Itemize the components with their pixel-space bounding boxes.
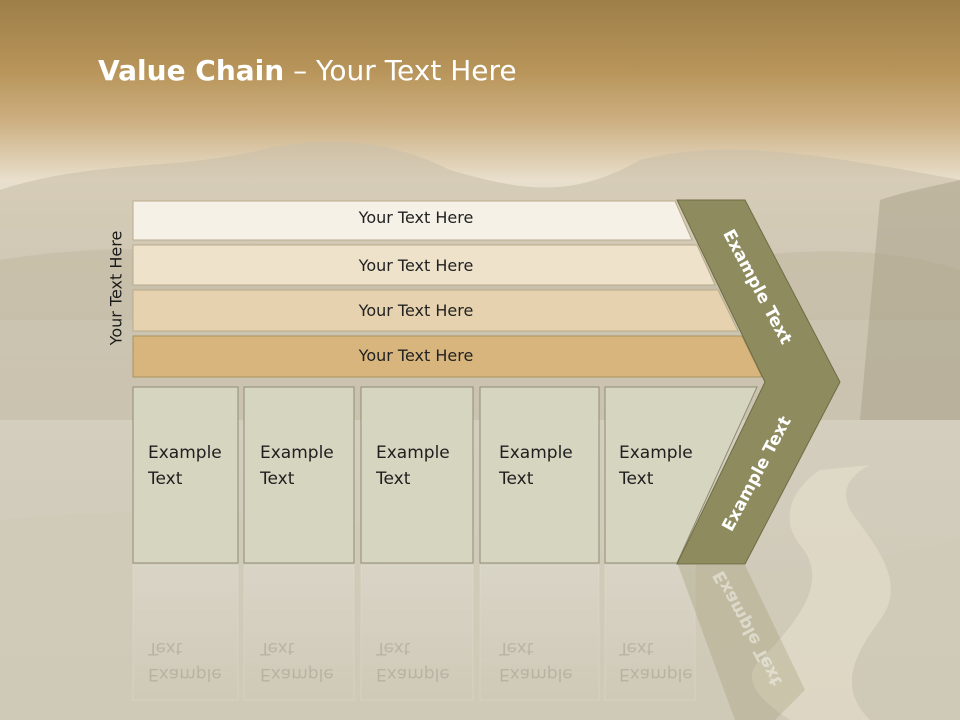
reflection-box-4 — [479, 564, 600, 701]
band-1 — [132, 200, 693, 241]
band-3 — [132, 289, 739, 332]
box-1-line2: Text — [148, 469, 183, 489]
slide-title: Value Chain – Your Text Here — [98, 54, 517, 87]
box-5-reflection-line2: Text — [619, 638, 654, 658]
box-3-line2: Text — [376, 469, 411, 489]
chevron-arrow — [676, 199, 841, 565]
title-bold: Value Chain — [98, 54, 285, 87]
reflection-box-2 — [243, 564, 355, 701]
box-2 — [243, 386, 355, 564]
band-4-label: Your Text Here — [358, 346, 474, 365]
box-2-line1: Example — [260, 443, 334, 463]
box-1-reflection: Example Text — [148, 635, 248, 687]
box-1-reflection-line2: Text — [148, 638, 183, 658]
box-4-reflection: Example Text — [499, 635, 599, 687]
title-rest: – Your Text Here — [284, 54, 517, 87]
box-2-line2: Text — [260, 469, 295, 489]
box-2-reflection-line1: Example — [260, 664, 334, 684]
band-1-label: Your Text Here — [358, 208, 474, 227]
box-1-line1: Example — [148, 443, 222, 463]
box-3-reflection: Example Text — [376, 635, 476, 687]
box-5-reflection-line1: Example — [619, 664, 693, 684]
reflection-group — [132, 564, 805, 720]
box-5-line2: Text — [619, 469, 654, 489]
box-4-line2: Text — [499, 469, 534, 489]
box-2-reflection: Example Text — [260, 635, 360, 687]
box-4-line1: Example — [499, 443, 573, 463]
box-3-reflection-line2: Text — [376, 638, 411, 658]
band-4 — [132, 335, 763, 378]
box-3-reflection-line1: Example — [376, 664, 450, 684]
box-3 — [360, 386, 474, 564]
box-2-reflection-line2: Text — [260, 638, 295, 658]
box-4-reflection-line2: Text — [499, 638, 534, 658]
reflection-arrow — [678, 565, 805, 720]
band-2 — [132, 244, 716, 286]
reflection-box-1 — [132, 564, 239, 701]
box-4 — [479, 386, 600, 564]
box-5-line1: Example — [619, 443, 693, 463]
reflection-box-3 — [360, 564, 474, 701]
box-1-reflection-line1: Example — [148, 664, 222, 684]
box-1 — [132, 386, 239, 564]
box-3-line1: Example — [376, 443, 450, 463]
band-2-label: Your Text Here — [358, 256, 474, 275]
box-5-reflection: Example Text — [619, 635, 719, 687]
band-3-label: Your Text Here — [358, 301, 474, 320]
reflection-box-5 — [604, 564, 696, 701]
box-4-reflection-line1: Example — [499, 664, 573, 684]
